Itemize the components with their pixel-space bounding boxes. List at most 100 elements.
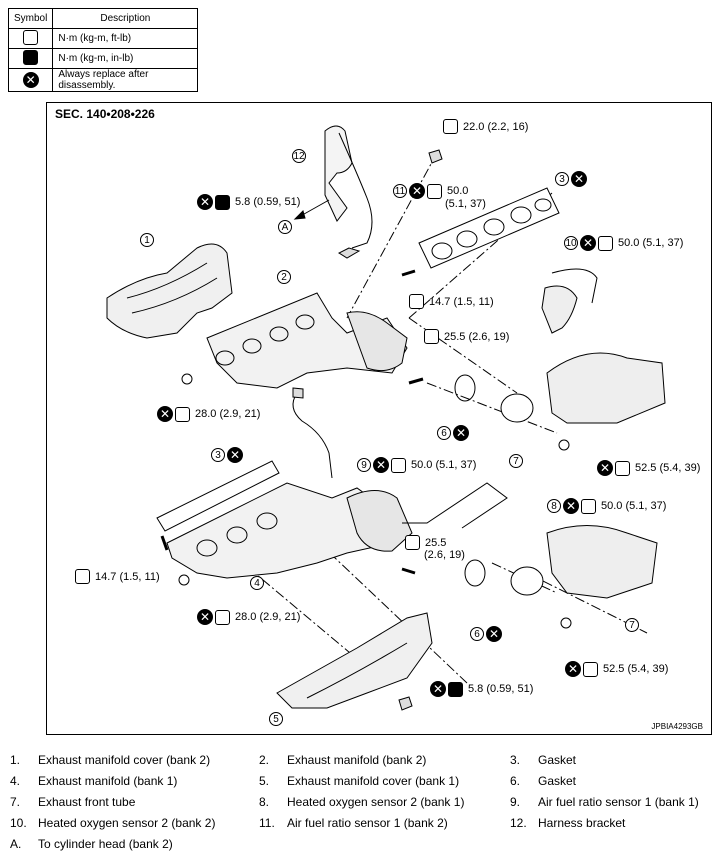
legend-description: N·m (kg-m, in-lb): [52, 48, 199, 69]
torque-nm-inlb-icon: [215, 194, 230, 210]
sensor-11-harness: [338, 132, 373, 249]
callout-part-11-torque: (5.1, 37): [445, 198, 486, 210]
key-item: A.To cylinder head (bank 2): [10, 837, 173, 851]
callout-part-8: 8 ✕ 50.0 (5.1, 37): [547, 498, 666, 514]
callout-part-4: 4: [250, 576, 264, 590]
legend-row: N·m (kg-m, ft-lb): [7, 28, 199, 49]
harness-bracket: [324, 125, 353, 222]
key-item: 11.Air fuel ratio sensor 1 (bank 2): [259, 816, 448, 830]
exploded-view-artwork: [106, 125, 666, 711]
torque-nm-ftlb-icon: [409, 294, 424, 309]
exhaust-front-tube-lower: [546, 525, 658, 599]
legend-row: N·m (kg-m, in-lb): [7, 48, 199, 69]
callout-part-3-lower: 3 ✕: [211, 447, 243, 463]
exhaust-manifold-bank1: [166, 482, 393, 579]
callout-stud-upper: 14.7 (1.5, 11): [409, 294, 494, 309]
legend-description: N·m (kg-m, ft-lb): [52, 28, 199, 49]
sensor-8-harness: [402, 482, 508, 529]
torque-nm-ftlb-icon: [405, 535, 420, 550]
sensor-10-harness: [551, 268, 598, 304]
callout-part-6-lower: 6 ✕: [470, 626, 502, 642]
manifold-cover-bank1: [276, 612, 433, 709]
exhaust-manifold-bank2: [206, 292, 408, 389]
key-item: 3.Gasket: [510, 753, 577, 767]
exhaust-front-tube-upper: [546, 352, 666, 424]
callout-part-1: 1: [140, 233, 154, 247]
manifold-cover-bank2: [106, 243, 233, 339]
section-title: SEC. 140•208•226: [55, 107, 155, 121]
key-item: 9.Air fuel ratio sensor 1 (bank 1): [510, 795, 699, 809]
torque-nm-ftlb-icon: [583, 661, 598, 677]
torque-nm-ftlb-icon: [424, 329, 439, 344]
torque-nm-inlb-icon: [23, 49, 39, 65]
torque-nm-ftlb-icon: [581, 498, 596, 514]
always-replace-icon: ✕: [430, 681, 446, 697]
callout-catalyst-lower: 25.5: [405, 535, 446, 550]
gasket-6-upper: [454, 374, 476, 402]
exploded-view-diagram: SEC. 140•208•226 JPBIA4293GB 22.0 (2.2, …: [46, 102, 712, 735]
callout-part-9: 9 ✕ 50.0 (5.1, 37): [357, 457, 476, 473]
legend-header: Symbol Description: [7, 8, 199, 29]
always-replace-icon: ✕: [373, 457, 389, 473]
always-replace-icon: ✕: [486, 626, 502, 642]
always-replace-icon: ✕: [563, 498, 579, 514]
key-item: 10.Heated oxygen sensor 2 (bank 2): [10, 816, 216, 830]
torque-nm-inlb-icon: [448, 681, 463, 697]
torque-nm-ftlb-icon: [23, 29, 39, 45]
callout-part-1-bolt: ✕ 5.8 (0.59, 51): [197, 194, 300, 210]
callout-part-5: 5: [269, 712, 283, 726]
sensor-9-harness: [292, 392, 333, 479]
top-bolt: [428, 149, 443, 164]
callout-ref-a: A: [278, 220, 292, 234]
key-item: 2.Exhaust manifold (bank 2): [259, 753, 427, 767]
torque-nm-ftlb-icon: [215, 609, 230, 625]
always-replace-icon: ✕: [197, 194, 213, 210]
callout-nut-upper-left: ✕ 28.0 (2.9, 21): [157, 406, 260, 422]
always-replace-icon: ✕: [157, 406, 173, 422]
always-replace-icon: ✕: [197, 609, 213, 625]
torque-nm-ftlb-icon: [615, 460, 630, 476]
key-item: 4.Exhaust manifold (bank 1): [10, 774, 178, 788]
callout-stud-lower: 14.7 (1.5, 11): [75, 569, 160, 584]
key-item: 7.Exhaust front tube: [10, 795, 136, 809]
always-replace-icon: ✕: [571, 171, 587, 187]
torque-nm-ftlb-icon: [598, 235, 613, 251]
callout-part-7-upper: 7: [509, 454, 523, 468]
gasket-lower: [156, 460, 280, 532]
callout-part-5-bolt: ✕ 5.8 (0.59, 51): [430, 681, 533, 697]
legend-description-header: Description: [52, 8, 199, 29]
callout-part-3: 3 ✕: [555, 171, 587, 187]
always-replace-icon: ✕: [565, 661, 581, 677]
torque-nm-ftlb-icon: [427, 183, 442, 199]
key-item: 12.Harness bracket: [510, 816, 626, 830]
callout-part-12: 12: [292, 149, 306, 163]
callout-part-7-lower: 7: [625, 618, 639, 632]
always-replace-icon: ✕: [580, 235, 596, 251]
callout-catalyst-lower-values: (2.6, 19): [424, 549, 465, 561]
torque-nm-ftlb-icon: [75, 569, 90, 584]
torque-nm-ftlb-icon: [391, 457, 406, 473]
key-item: 8.Heated oxygen sensor 2 (bank 1): [259, 795, 465, 809]
callout-part-11: 11 ✕ 50.0: [393, 183, 469, 199]
torque-nm-ftlb-icon: [175, 406, 190, 422]
always-replace-icon: ✕: [227, 447, 243, 463]
legend-row: ✕ Always replace after disassembly.: [7, 68, 199, 92]
gasket-upper: [418, 187, 560, 269]
callout-part-2: 2: [277, 270, 291, 284]
key-item: 6.Gasket: [510, 774, 577, 788]
callout-part-10: 10 ✕ 50.0 (5.1, 37): [564, 235, 684, 251]
key-item: 5.Exhaust manifold cover (bank 1): [259, 774, 460, 788]
figure-code: JPBIA4293GB: [651, 722, 703, 731]
callout-top-bolt: 22.0 (2.2, 16): [443, 119, 528, 134]
callout-part-6-upper: 6 ✕: [437, 425, 469, 441]
always-replace-icon: ✕: [453, 425, 469, 441]
gasket-6-lower: [464, 559, 486, 587]
lower-cover-bolt: [398, 696, 413, 711]
callout-catalyst-upper: 25.5 (2.6, 19): [424, 329, 509, 344]
always-replace-icon: ✕: [409, 183, 425, 199]
legend-description: Always replace after disassembly.: [52, 68, 199, 92]
torque-nm-ftlb-icon: [443, 119, 458, 134]
always-replace-icon: ✕: [597, 460, 613, 476]
legend-symbol-header: Symbol: [7, 8, 54, 29]
always-replace-icon: ✕: [22, 72, 39, 88]
